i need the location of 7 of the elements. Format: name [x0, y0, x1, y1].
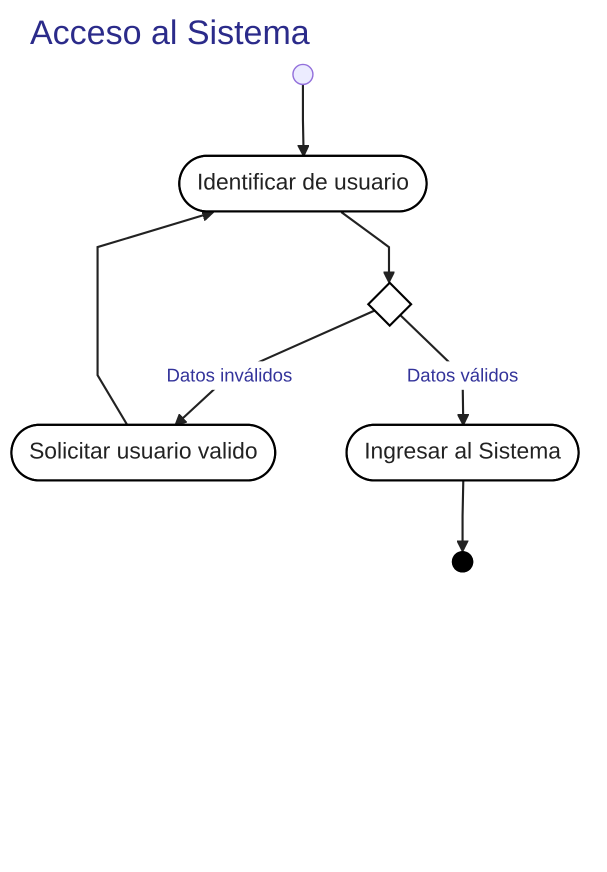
node-diamond	[366, 281, 413, 328]
arrow	[456, 481, 469, 552]
edge-label: Datos inválidos	[166, 364, 292, 386]
arrow	[340, 211, 396, 284]
edge-label: Datos válidos	[406, 364, 518, 386]
diagram-title: Acceso al Sistema	[30, 14, 310, 53]
node-circle	[292, 64, 314, 86]
